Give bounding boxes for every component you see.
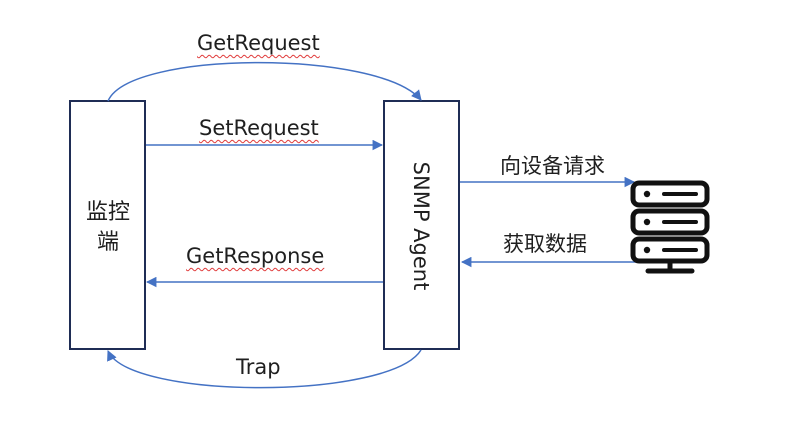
monitor-label: 监控端: [85, 200, 130, 255]
get-response-label: GetResponse: [186, 244, 325, 268]
agent-label: SNMP Agent: [409, 161, 433, 291]
set-request-label: SetRequest: [199, 116, 319, 140]
server-icon: [630, 180, 710, 274]
get-request-arrow: [107, 61, 422, 102]
device-request-label: 向设备请求: [500, 154, 605, 178]
fetch-data-label: 获取数据: [503, 232, 587, 256]
agent-box: [383, 100, 460, 350]
monitor-box: [69, 100, 146, 350]
trap-label: Trap: [236, 355, 281, 379]
get-request-label: GetRequest: [197, 31, 320, 55]
trap-arrow: [107, 349, 422, 389]
